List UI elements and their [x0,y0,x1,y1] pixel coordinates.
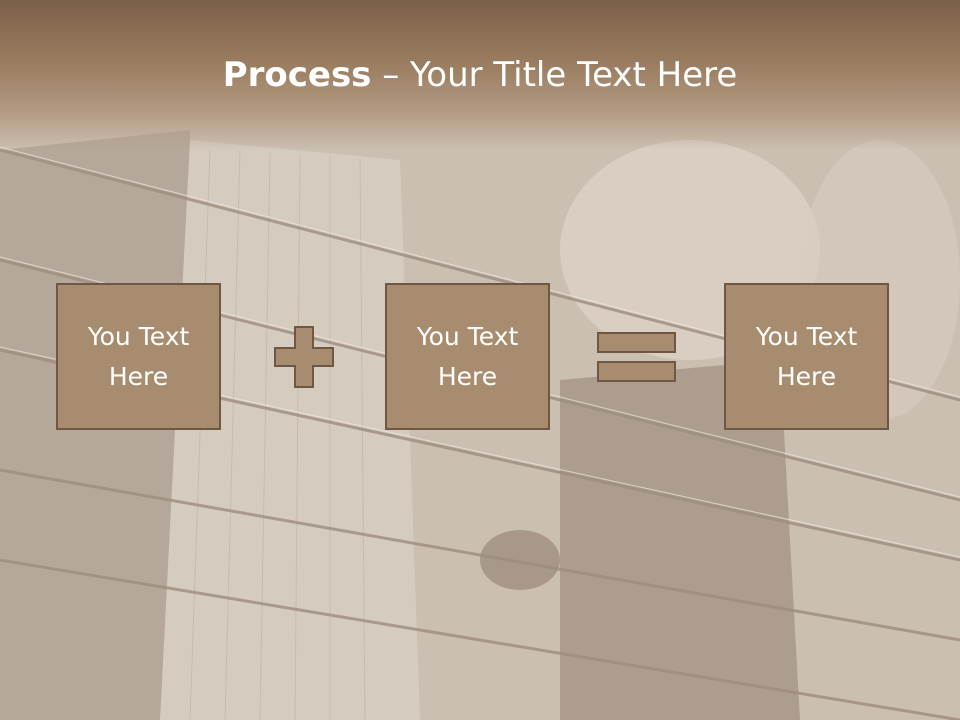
process-box-2-text: You Text Here [416,321,519,391]
plus-icon [274,326,334,388]
title-rest: – Your Title Text Here [371,55,738,95]
header-band [0,0,960,150]
process-box-3-text: You Text Here [755,321,858,391]
title-bold: Process [222,55,372,95]
process-box-3[interactable]: You Text Here [724,283,889,430]
equals-icon [597,332,676,382]
process-box-1-text: You Text Here [87,321,190,391]
slide-title: Process – Your Title Text Here [0,52,960,98]
process-box-1[interactable]: You Text Here [56,283,221,430]
process-box-2[interactable]: You Text Here [385,283,550,430]
